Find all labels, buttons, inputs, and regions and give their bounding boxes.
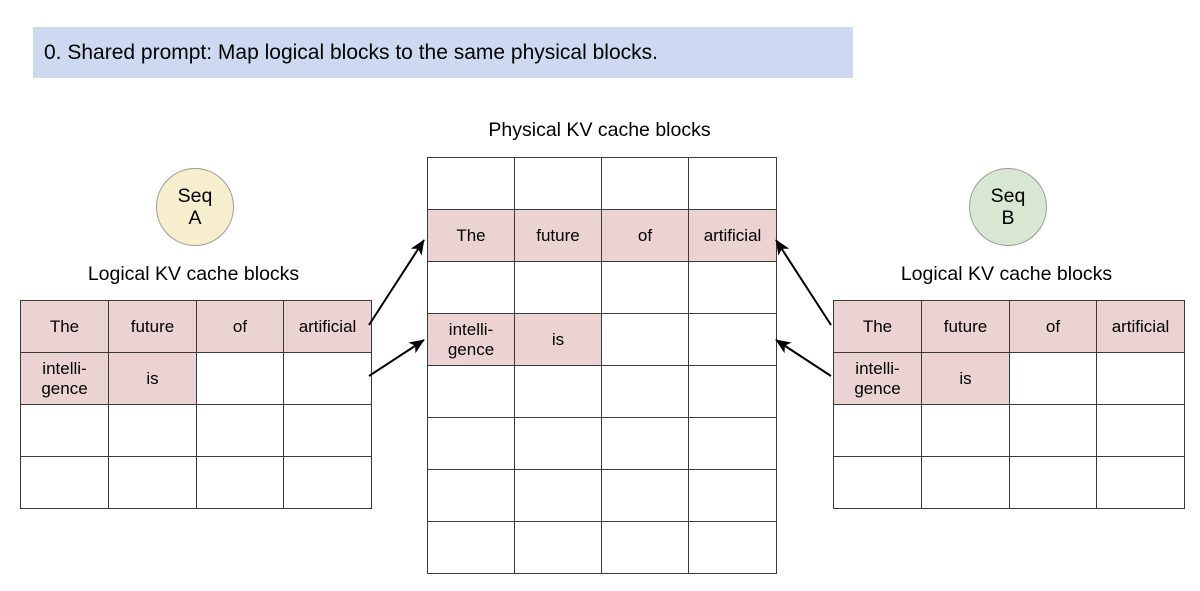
physical-table-caption: Physical KV cache blocks [488, 119, 711, 141]
block-cell-r1-c3: of [196, 300, 284, 353]
table-row [20, 404, 372, 457]
block-cell-r4-c1 [833, 456, 922, 509]
table-row [427, 521, 777, 574]
block-cell-r2-c1: The [427, 209, 515, 262]
table-row [427, 469, 777, 522]
block-cell-r1-c4: artificial [1096, 300, 1185, 353]
shared-prompt-banner: 0. Shared prompt: Map logical blocks to … [33, 27, 853, 78]
seq-a-table-caption: Logical KV cache blocks [87, 263, 300, 285]
block-cell-r1-c1: The [833, 300, 922, 353]
block-cell-r1-c4 [688, 157, 777, 210]
arrow-seq-a-row2-to-physical-row4 [368, 339, 425, 377]
block-cell-r2-c4: artificial [688, 209, 777, 262]
block-cell-r7-c2 [514, 469, 602, 522]
seq-b-label-line1: Seq [990, 184, 1026, 207]
block-cell-r1-c3 [601, 157, 689, 210]
block-cell-r3-c1 [833, 404, 922, 457]
table-row [427, 157, 777, 210]
block-cell-r1-c2: future [108, 300, 197, 353]
block-cell-r2-c1: intelli-gence [833, 352, 922, 405]
block-cell-r4-c2: is [514, 313, 602, 366]
block-cell-r8-c2 [514, 521, 602, 574]
table-row [833, 404, 1185, 457]
seq-a-label-line2: A [188, 207, 202, 229]
block-cell-r4-c4 [688, 313, 777, 366]
block-cell-r3-c1 [427, 261, 515, 314]
block-cell-r3-c2 [921, 404, 1010, 457]
block-cell-r3-c3 [601, 261, 689, 314]
block-cell-r7-c4 [688, 469, 777, 522]
arrow-seq-a-row1-to-physical-row2 [368, 239, 425, 326]
block-cell-r1-c1: The [20, 300, 109, 353]
table-row [427, 417, 777, 470]
block-cell-r5-c3 [601, 365, 689, 418]
block-cell-r4-c3 [196, 456, 284, 509]
block-cell-r3-c4 [688, 261, 777, 314]
block-cell-r3-c4 [283, 404, 372, 457]
block-cell-r2-c3 [196, 352, 284, 405]
table-row [427, 261, 777, 314]
block-cell-r2-c4 [1096, 352, 1185, 405]
seq-a-label-line1: Seq [177, 184, 213, 207]
arrow-seq-b-row2-to-physical-row4 [775, 339, 832, 377]
seq-b-table-caption: Logical KV cache blocks [900, 263, 1113, 285]
block-cell-r7-c1 [427, 469, 515, 522]
block-cell-r8-c1 [427, 521, 515, 574]
shared-prompt-text: 0. Shared prompt: Map logical blocks to … [44, 40, 658, 64]
block-cell-r4-c4 [283, 456, 372, 509]
block-cell-r1-c4: artificial [283, 300, 372, 353]
block-cell-r2-c4 [283, 352, 372, 405]
block-cell-r4-c4 [1096, 456, 1185, 509]
table-row [20, 456, 372, 509]
block-cell-r6-c2 [514, 417, 602, 470]
block-cell-r4-c1: intelli-gence [427, 313, 515, 366]
block-cell-r5-c4 [688, 365, 777, 418]
block-cell-r1-c2 [514, 157, 602, 210]
block-cell-r8-c4 [688, 521, 777, 574]
block-cell-r5-c1 [427, 365, 515, 418]
block-cell-r3-c2 [514, 261, 602, 314]
block-cell-r1-c3: of [1009, 300, 1097, 353]
block-cell-r2-c2: is [921, 352, 1010, 405]
block-cell-r2-c2: future [514, 209, 602, 262]
block-cell-r4-c3 [1009, 456, 1097, 509]
block-cell-r4-c1 [20, 456, 109, 509]
block-cell-r2-c3 [1009, 352, 1097, 405]
seq-a-badge: Seq A [156, 168, 234, 246]
block-cell-r1-c1 [427, 157, 515, 210]
block-cell-r5-c2 [514, 365, 602, 418]
block-cell-r6-c3 [601, 417, 689, 470]
block-cell-r3-c3 [1009, 404, 1097, 457]
block-cell-r7-c3 [601, 469, 689, 522]
block-cell-r4-c2 [108, 456, 197, 509]
block-cell-r1-c2: future [921, 300, 1010, 353]
block-cell-r3-c1 [20, 404, 109, 457]
seq-b-badge: Seq B [969, 168, 1047, 246]
block-cell-r8-c3 [601, 521, 689, 574]
block-cell-r2-c3: of [601, 209, 689, 262]
block-cell-r3-c4 [1096, 404, 1185, 457]
block-cell-r6-c1 [427, 417, 515, 470]
block-cell-r2-c2: is [108, 352, 197, 405]
block-cell-r4-c3 [601, 313, 689, 366]
block-cell-r4-c2 [921, 456, 1010, 509]
block-cell-r6-c4 [688, 417, 777, 470]
block-cell-r2-c1: intelli-gence [20, 352, 109, 405]
seq-b-label-line2: B [1001, 207, 1015, 229]
block-cell-r3-c2 [108, 404, 197, 457]
arrow-seq-b-row1-to-physical-row2 [775, 239, 832, 326]
table-row [833, 456, 1185, 509]
table-row [427, 365, 777, 418]
block-cell-r3-c3 [196, 404, 284, 457]
